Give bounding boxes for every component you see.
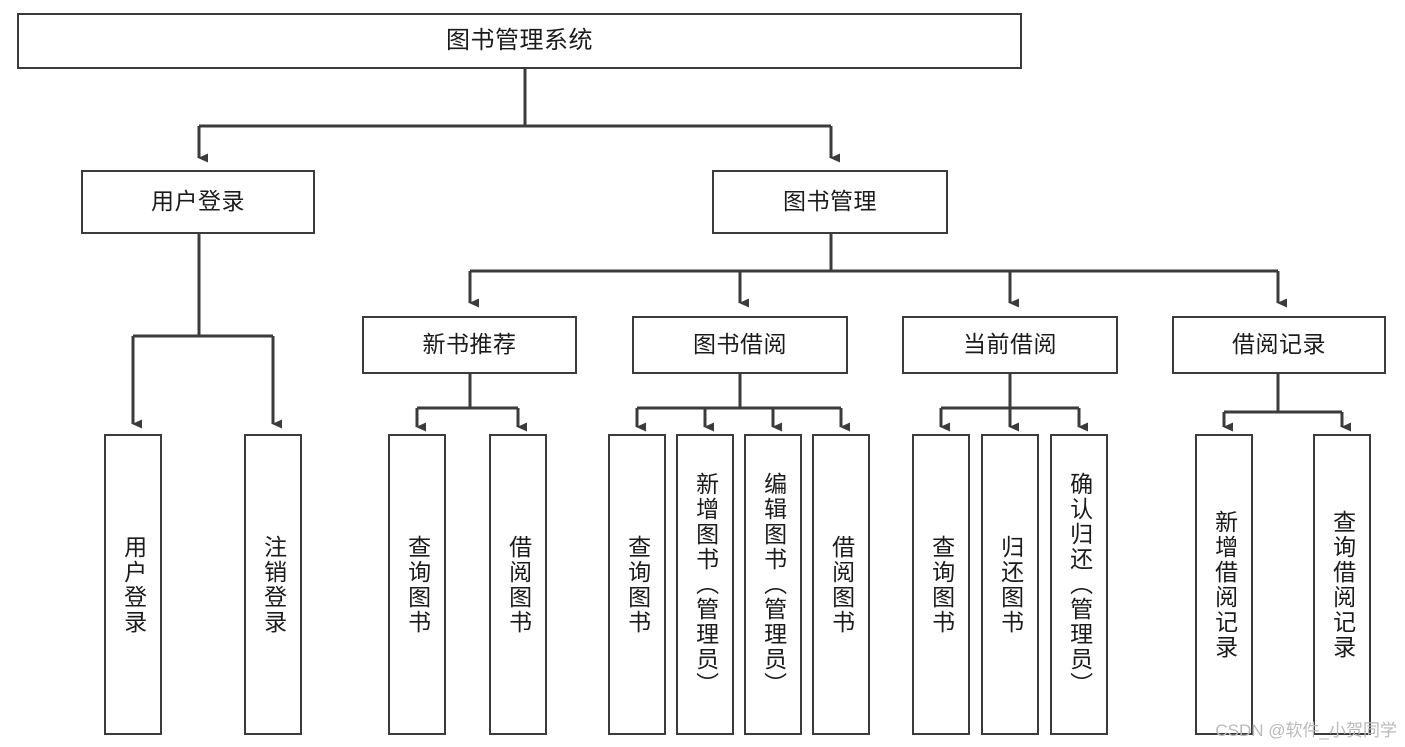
node-label: 新书推荐 <box>422 331 517 358</box>
node-book-borrowing[interactable]: 图书借阅 <box>632 316 848 374</box>
node-label: 借阅图书 <box>505 534 532 635</box>
leaf-book-borrow-query-book[interactable]: 查询图书 <box>608 434 666 735</box>
node-label: 图书管理 <box>783 188 877 215</box>
leaf-book-borrow-add-book-admin[interactable]: 新增图书（管理员） <box>676 434 734 735</box>
node-root-book-management-system[interactable]: 图书管理系统 <box>17 13 1022 69</box>
leaf-new-book-query-book[interactable]: 查询图书 <box>388 434 446 735</box>
node-current-borrowing[interactable]: 当前借阅 <box>902 316 1118 374</box>
leaf-borrow-record-query-record[interactable]: 查询借阅记录 <box>1313 434 1371 735</box>
node-label: 归还图书 <box>997 534 1024 635</box>
leaf-user-login-login[interactable]: 用户登录 <box>104 434 162 735</box>
node-label: 查询借阅记录 <box>1329 509 1356 660</box>
node-label: 编辑图书（管理员） <box>760 472 787 697</box>
leaf-user-login-logout[interactable]: 注销登录 <box>244 434 302 735</box>
node-label: 注销登录 <box>260 534 287 635</box>
node-label: 新增借阅记录 <box>1211 509 1238 660</box>
node-user-login[interactable]: 用户登录 <box>81 170 315 234</box>
node-label: 用户登录 <box>120 534 147 635</box>
node-book-management[interactable]: 图书管理 <box>712 170 948 234</box>
node-label: 新增图书（管理员） <box>692 472 719 697</box>
leaf-book-borrow-borrow-book[interactable]: 借阅图书 <box>812 434 870 735</box>
node-label: 查询图书 <box>404 534 431 635</box>
leaf-new-book-borrow-book[interactable]: 借阅图书 <box>489 434 547 735</box>
node-label: 查询图书 <box>928 534 955 635</box>
node-label: 查询图书 <box>624 534 651 635</box>
node-label: 图书管理系统 <box>446 26 593 54</box>
node-label: 用户登录 <box>151 188 245 215</box>
node-label: 确认归还（管理员） <box>1066 472 1093 697</box>
node-new-book-recommendation[interactable]: 新书推荐 <box>362 316 577 374</box>
leaf-borrow-record-add-record[interactable]: 新增借阅记录 <box>1195 434 1253 735</box>
csdn-watermark: CSDN @软件_小贺同学 <box>1215 721 1397 740</box>
node-label: 借阅记录 <box>1232 331 1326 358</box>
leaf-current-borrow-confirm-return-admin[interactable]: 确认归还（管理员） <box>1050 434 1108 735</box>
node-label: 图书借阅 <box>693 331 787 358</box>
leaf-current-borrow-return-book[interactable]: 归还图书 <box>981 434 1039 735</box>
node-label: 借阅图书 <box>828 534 855 635</box>
node-borrowing-records[interactable]: 借阅记录 <box>1172 316 1386 374</box>
node-label: 当前借阅 <box>963 331 1057 358</box>
leaf-current-borrow-query-book[interactable]: 查询图书 <box>912 434 970 735</box>
leaf-book-borrow-edit-book-admin[interactable]: 编辑图书（管理员） <box>744 434 802 735</box>
